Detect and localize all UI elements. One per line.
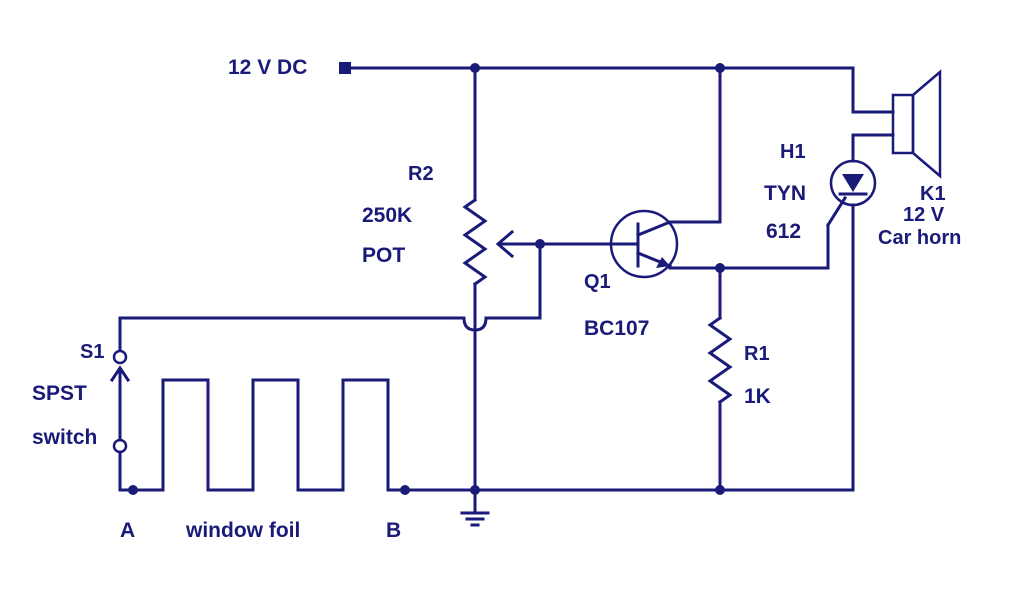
k1-rating: 12 V	[903, 204, 945, 226]
q1-part: BC107	[584, 317, 649, 340]
r1-value: 1K	[744, 385, 771, 408]
r1-ref: R1	[744, 343, 770, 365]
s1-ref: S1	[80, 341, 104, 363]
ground-rail	[403, 485, 855, 514]
foil-point-a: A	[120, 519, 135, 542]
foil-point-b: B	[386, 519, 401, 542]
ground-icon	[460, 511, 490, 527]
h1-ref: H1	[780, 141, 806, 163]
r2-type: POT	[362, 244, 405, 267]
s1-switch	[109, 316, 131, 492]
r2-potentiometer	[462, 66, 610, 492]
foil-label: window foil	[185, 519, 300, 542]
s1-feed-wire	[118, 242, 542, 332]
r2-value: 250K	[362, 204, 412, 227]
supply-label: 12 V DC	[228, 56, 307, 79]
window-foil	[118, 378, 410, 495]
r2-ref: R2	[408, 163, 434, 185]
q1-transistor	[606, 66, 830, 279]
s1-type-line1: SPST	[32, 382, 87, 405]
h1-part-line2: 612	[766, 220, 801, 243]
supply-terminal	[339, 62, 351, 74]
h1-part-line1: TYN	[764, 182, 806, 205]
supply-rail	[339, 62, 895, 114]
q1-ref: Q1	[584, 271, 611, 293]
k1-desc: Car horn	[878, 227, 961, 249]
k1-horn-icon	[891, 69, 942, 179]
h1-scr	[825, 133, 895, 492]
s1-type-line2: switch	[32, 426, 97, 449]
k1-ref: K1	[920, 183, 946, 205]
r1-resistor	[707, 266, 733, 492]
